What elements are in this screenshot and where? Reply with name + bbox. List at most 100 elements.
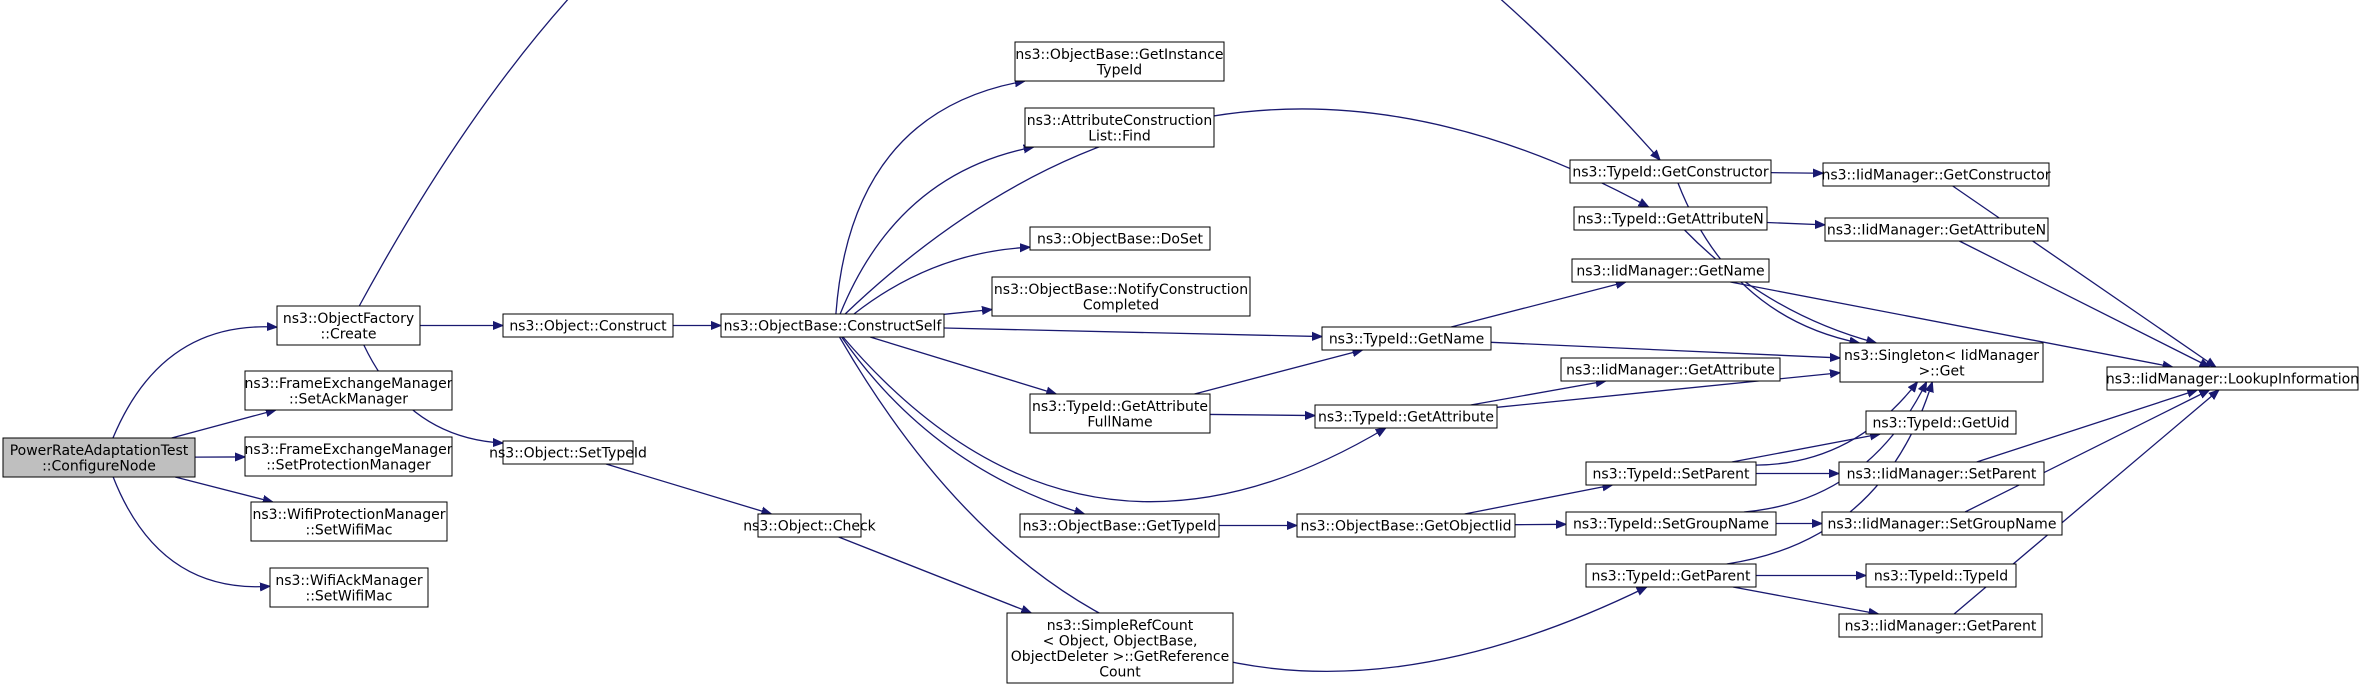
edge-iidmanager-setgroupname-to-iidmanager-lookupinformation (1964, 390, 2209, 513)
node-objectbase-constructself[interactable]: ns3::ObjectBase::ConstructSelf (720, 313, 945, 338)
node-typeid-getattributen[interactable]: ns3::TypeId::GetAttributeN (1573, 206, 1768, 231)
node-box (244, 370, 453, 411)
node-iidmanager-lookupinformation[interactable]: ns3::IidManager::LookupInformation (2106, 366, 2359, 391)
node-label: ::SetWifiMac (305, 588, 392, 604)
node-label: ns3::IidManager::GetName (1576, 264, 1764, 280)
node-wpm-setwifimac[interactable]: ns3::WifiProtectionManager::SetWifiMac (250, 501, 448, 542)
node-label: ns3::IidManager::GetConstructor (1821, 168, 2050, 184)
node-label: ns3::ObjectBase::ConstructSelf (724, 319, 943, 335)
node-box (502, 313, 674, 338)
node-box (1006, 612, 1234, 684)
node-iidmanager-getattributen[interactable]: ns3::IidManager::GetAttributeN (1824, 217, 2049, 242)
node-label: ns3::TypeId::GetAttribute (1318, 410, 1494, 426)
node-label: ::ConfigureNode (42, 458, 156, 474)
edge-typeid-getconstructor-to-iidmanager-getconstructor (1770, 173, 1823, 174)
node-label: ObjectDeleter >::GetReference (1011, 649, 1229, 665)
node-object-settypeid[interactable]: ns3::Object::SetTypeId (489, 440, 647, 465)
node-label: List::Find (1088, 128, 1151, 144)
node-iidmanager-getparent[interactable]: ns3::IidManager::GetParent (1838, 613, 2043, 638)
node-typeid-getuid[interactable]: ns3::TypeId::GetUid (1865, 410, 2017, 435)
node-label: ns3::TypeId::GetAttribute (1032, 399, 1208, 415)
node-label: ns3::IidManager::GetParent (1845, 619, 2037, 635)
node-wam-setwifimac[interactable]: ns3::WifiAckManager::SetWifiMac (269, 567, 429, 608)
node-label: Completed (1083, 297, 1159, 313)
node-objectbase-gettypeid[interactable]: ns3::ObjectBase::GetTypeId (1019, 513, 1220, 538)
node-typeid-setparent[interactable]: ns3::TypeId::SetParent (1585, 461, 1757, 486)
node-box (1029, 393, 1211, 434)
node-objectbase-notifyconstructioncompleted[interactable]: ns3::ObjectBase::NotifyConstructionCompl… (991, 276, 1251, 317)
edge-objectbase-getobjectiid-to-typeid-setparent (1464, 485, 1613, 515)
node-label: >::Get (1918, 363, 1965, 379)
edge-objectbase-constructself-to-typeid-getattribute (842, 336, 1386, 503)
edge-objectfactory-create-to-object-settypeid (363, 344, 503, 443)
node-root[interactable]: PowerRateAdaptationTest::ConfigureNode (2, 437, 196, 478)
node-label: ns3::TypeId::GetConstructor (1572, 165, 1768, 181)
node-box (269, 567, 429, 608)
node-box (1560, 357, 1781, 382)
edge-root-to-fem-setackmanager (171, 410, 276, 439)
node-iidmanager-setparent[interactable]: ns3::IidManager::SetParent (1838, 461, 2045, 486)
edge-typeid-getattributen-to-iidmanager-getattributen (1766, 222, 1825, 224)
node-simplerefcount-getreferencecount[interactable]: ns3::SimpleRefCount< Object, ObjectBase,… (1006, 612, 1234, 684)
node-label: ns3::ObjectBase::GetInstance (1015, 47, 1223, 63)
edge-typeid-setparent-to-typeid-getuid (1731, 434, 1880, 463)
node-label: ::SetProtectionManager (266, 457, 431, 473)
node-iidmanager-setgroupname[interactable]: ns3::IidManager::SetGroupName (1821, 511, 2063, 536)
node-box (1865, 410, 2017, 435)
node-label: ns3::Object::Check (743, 519, 876, 535)
edge-typeid-getattribute-to-singleton-get (1496, 373, 1840, 408)
node-iidmanager-getconstructor[interactable]: ns3::IidManager::GetConstructor (1821, 162, 2051, 187)
node-fem-setackmanager[interactable]: ns3::FrameExchangeManager::SetAckManager (244, 370, 453, 411)
edge-objectbase-constructself-to-typeid-getparent (838, 336, 1647, 673)
edge-root-to-wpm-setwifimac (175, 476, 273, 502)
node-objectbase-getobjectiid[interactable]: ns3::ObjectBase::GetObjectIid (1296, 513, 1516, 538)
node-typeid-getattribute[interactable]: ns3::TypeId::GetAttribute (1314, 404, 1498, 429)
node-label: ns3::IidManager::LookupInformation (2106, 372, 2359, 388)
node-label: ns3::TypeId::TypeId (1874, 569, 2008, 585)
node-label: ::SetWifiMac (305, 522, 392, 538)
node-box (1821, 511, 2063, 536)
edge-typeid-getattributefullname-to-typeid-getattribute (1209, 414, 1315, 415)
edge-objectbase-constructself-to-typeid-getattributen (844, 108, 1648, 315)
node-label: ns3::IidManager::SetParent (1847, 467, 2037, 483)
node-box (250, 501, 448, 542)
node-box (1569, 159, 1772, 184)
node-label: ns3::FrameExchangeManager (245, 442, 453, 458)
node-box (502, 440, 634, 465)
node-objectbase-doset[interactable]: ns3::ObjectBase::DoSet (1029, 226, 1211, 251)
node-label: ::Create (321, 326, 377, 342)
node-typeid-getconstructor[interactable]: ns3::TypeId::GetConstructor (1569, 159, 1772, 184)
node-object-construct[interactable]: ns3::Object::Construct (502, 313, 674, 338)
node-singleton-get[interactable]: ns3::Singleton< IidManager >::Get (1839, 342, 2044, 383)
node-iidmanager-getattribute[interactable]: ns3::IidManager::GetAttribute (1560, 357, 1781, 382)
node-box (1838, 613, 2043, 638)
node-box (2106, 366, 2359, 391)
node-object-check[interactable]: ns3::Object::Check (743, 513, 877, 538)
edge-typeid-getattributefullname-to-typeid-getname (1194, 350, 1362, 395)
node-box (1585, 461, 1757, 486)
node-label: ns3::SimpleRefCount (1047, 618, 1194, 634)
node-fem-setprotectionmanager[interactable]: ns3::FrameExchangeManager::SetProtection… (244, 436, 453, 477)
edge-objectbase-constructself-to-objectbase-getinstancetypeid (835, 81, 1025, 315)
node-label: ns3::TypeId::SetGroupName (1573, 517, 1769, 533)
node-objectfactory-create[interactable]: ns3::ObjectFactory::Create (276, 305, 421, 346)
node-box (1839, 342, 2044, 383)
node-typeid-setgroupname[interactable]: ns3::TypeId::SetGroupName (1565, 511, 1777, 536)
node-label: ns3::TypeId::GetParent (1592, 569, 1751, 585)
node-label: ns3::ObjectBase::DoSet (1037, 232, 1203, 248)
node-typeid-getparent[interactable]: ns3::TypeId::GetParent (1585, 563, 1757, 588)
node-box (1573, 206, 1768, 231)
edge-iidmanager-getattributen-to-iidmanager-lookupinformation (1959, 240, 2209, 367)
node-label: TypeId (1096, 62, 1142, 78)
node-box (1822, 162, 2050, 187)
node-typeid-getname[interactable]: ns3::TypeId::GetName (1321, 326, 1492, 351)
edge-typeid-getattributen-to-singleton-get (1684, 229, 1877, 343)
node-iidmanager-getname[interactable]: ns3::IidManager::GetName (1571, 258, 1770, 283)
node-typeid-typeid[interactable]: ns3::TypeId::TypeId (1865, 563, 2017, 588)
node-label: ns3::AttributeConstruction (1027, 113, 1212, 129)
node-label: ns3::ObjectBase::GetObjectIid (1300, 519, 1511, 535)
node-label: ns3::Object::Construct (509, 319, 667, 335)
